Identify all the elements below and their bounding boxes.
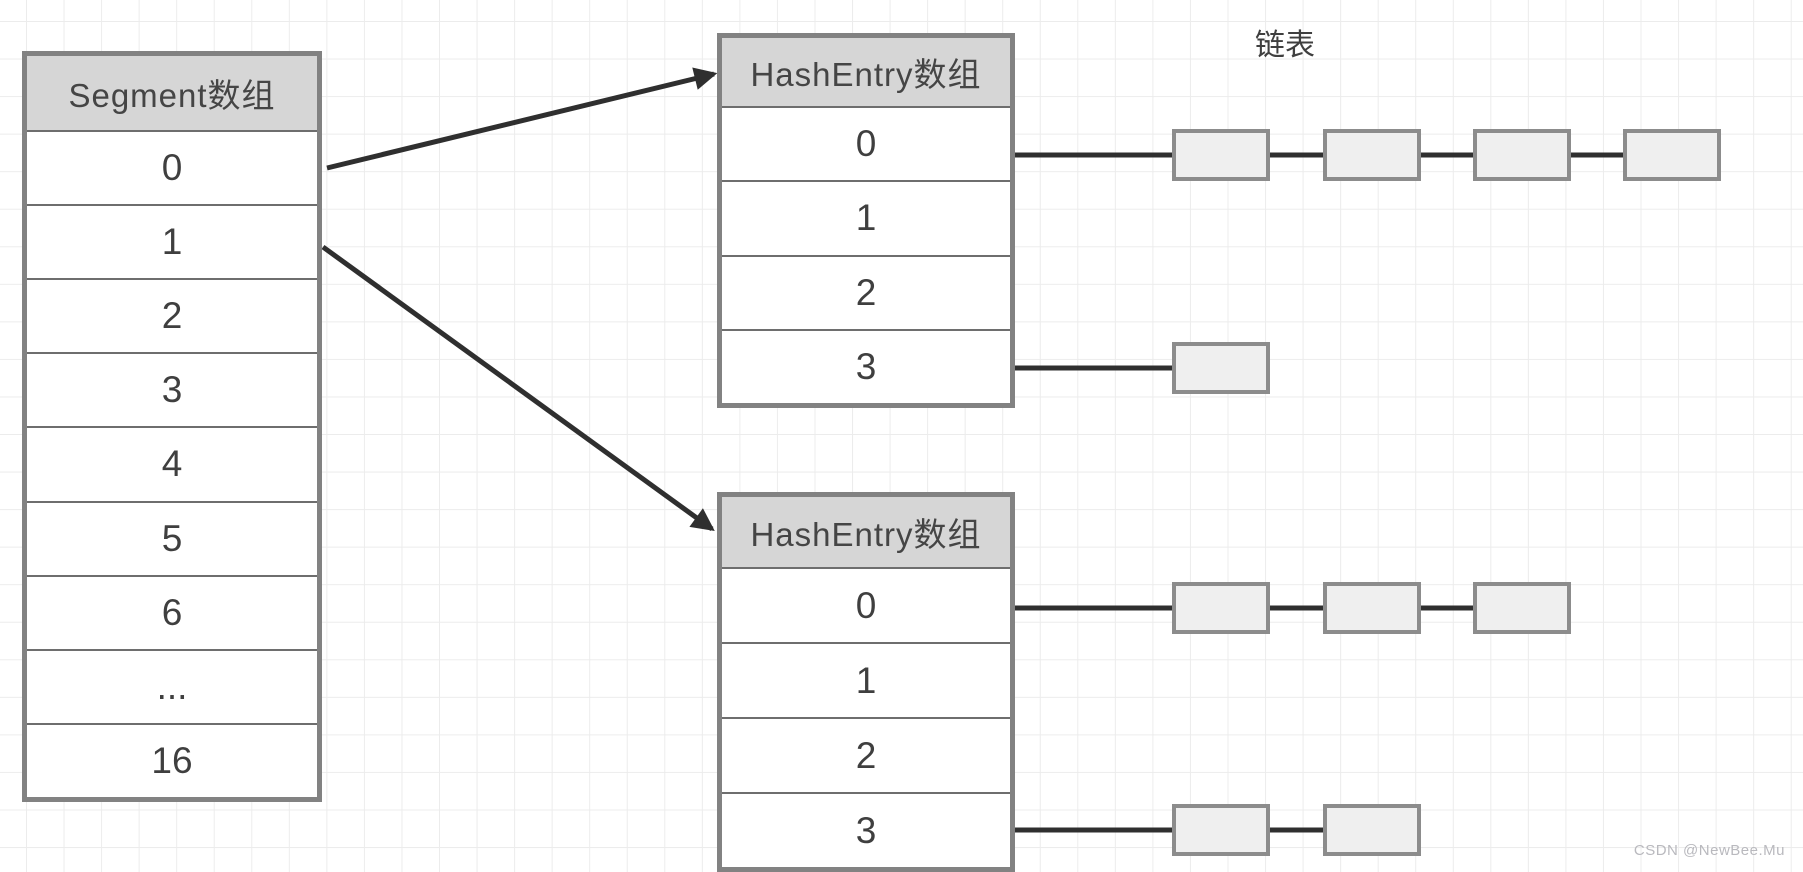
table-row: 0: [722, 108, 1010, 181]
segment-to-hashentry-arrow: [326, 67, 718, 171]
table-header: HashEntry数组: [722, 38, 1010, 108]
list-node: [1323, 804, 1421, 856]
table-row: 16: [27, 722, 317, 797]
table-row: 4: [27, 426, 317, 501]
table-row: 5: [27, 500, 317, 575]
list-node: [1172, 804, 1270, 856]
table-header: HashEntry数组: [722, 497, 1010, 569]
linked-list-label: 链表: [1255, 29, 1315, 62]
list-node: [1172, 582, 1270, 634]
table-row: 0: [722, 569, 1010, 642]
table-row: 0: [27, 132, 317, 205]
list-node: [1623, 129, 1721, 181]
list-node: [1323, 582, 1421, 634]
table-row: 3: [27, 352, 317, 427]
table-row: ...: [27, 648, 317, 723]
table-row: 6: [27, 574, 317, 649]
table-row: 2: [722, 254, 1010, 329]
table-row: 1: [722, 180, 1010, 255]
table-header: Segment数组: [27, 56, 317, 132]
list-node: [1473, 582, 1571, 634]
list-node: [1323, 129, 1421, 181]
table-row: 2: [27, 278, 317, 353]
table-row: 2: [722, 717, 1010, 792]
table-row: 3: [722, 792, 1010, 867]
table-row: 3: [722, 328, 1010, 403]
list-node: [1473, 129, 1571, 181]
table-row: 1: [27, 204, 317, 279]
watermark: CSDN @NewBee.Mu: [1633, 842, 1785, 859]
list-node: [1172, 129, 1270, 181]
segment-to-hashentry-arrow: [321, 244, 715, 532]
list-node: [1172, 342, 1270, 394]
table-row: 1: [722, 642, 1010, 717]
